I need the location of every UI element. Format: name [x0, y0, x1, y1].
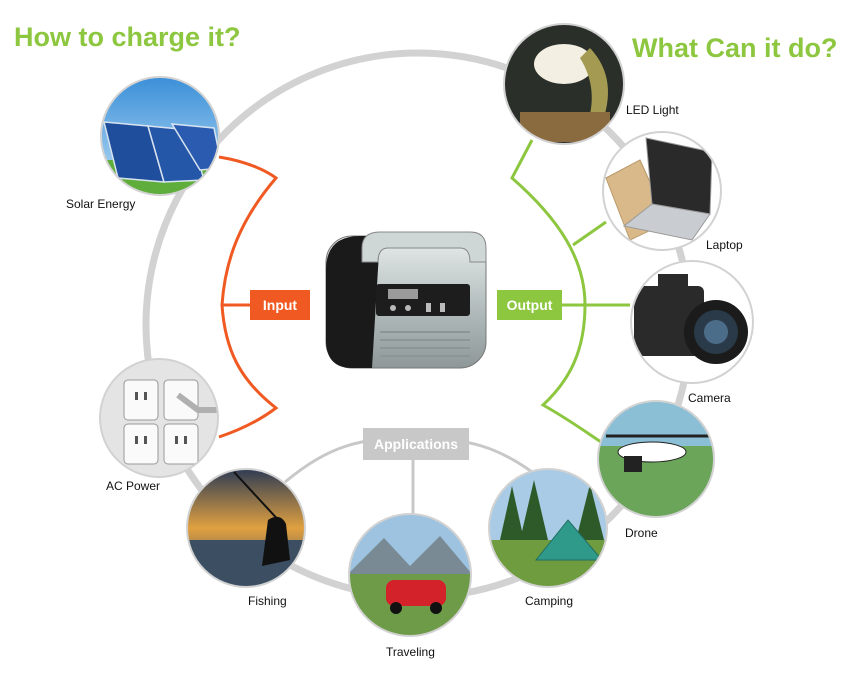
- label-fishing: Fishing: [248, 594, 287, 608]
- applications-label: Applications: [363, 428, 469, 460]
- camera-image: [631, 261, 753, 383]
- label-drone: Drone: [625, 526, 658, 540]
- label-camping: Camping: [525, 594, 574, 608]
- laptop-image: [603, 132, 721, 250]
- input-label: Input: [250, 290, 310, 320]
- drone-image: [598, 401, 714, 517]
- power-station-image: [325, 231, 487, 369]
- label-ac-power: AC Power: [106, 479, 161, 493]
- input-connector: [218, 155, 279, 439]
- label-solar-energy: Solar Energy: [66, 197, 136, 211]
- label-camera: Camera: [688, 391, 731, 405]
- label-laptop: Laptop: [706, 238, 743, 252]
- label-traveling: Traveling: [386, 645, 435, 659]
- ac-power-outlet-image: [100, 359, 218, 477]
- led-light-image: [504, 24, 624, 144]
- camping-image: [489, 469, 607, 587]
- output-label: Output: [497, 290, 562, 320]
- output-connector: [510, 139, 630, 450]
- fishing-image: [187, 469, 305, 587]
- traveling-image: [349, 514, 471, 636]
- label-led-light: LED Light: [626, 103, 679, 117]
- heading-how-to-charge: How to charge it?: [14, 22, 241, 52]
- heading-what-can-it-do: What Can it do?: [632, 33, 838, 63]
